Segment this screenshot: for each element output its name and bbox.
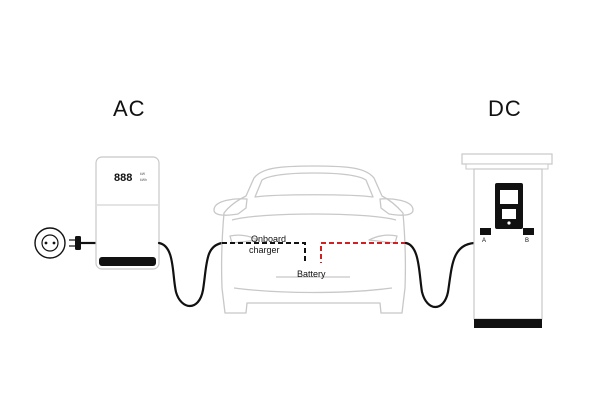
dc-port-b-label: B — [525, 238, 529, 244]
ac-display-unit-kw: kW — [140, 172, 146, 176]
dc-cable — [404, 241, 476, 309]
dc-charger-station: A B — [461, 153, 553, 328]
ac-wallbox: 888 kW kWh — [95, 156, 160, 270]
plug-icon — [69, 236, 96, 250]
ac-internal-path — [222, 242, 306, 263]
dc-internal-path — [320, 242, 406, 263]
ac-cable — [157, 241, 224, 308]
onboard-label-line2: charger — [249, 245, 280, 255]
ac-display-digits: 888 — [114, 172, 132, 184]
ac-display-unit-kwh: kWh — [140, 178, 147, 182]
dc-port-a-label: A — [482, 238, 486, 244]
onboard-label-line1: Onboard — [251, 234, 287, 244]
battery-label: Battery — [297, 269, 326, 279]
dc-label: DC — [488, 96, 522, 121]
ac-label: AC — [113, 96, 146, 121]
wall-socket-icon — [34, 227, 66, 259]
car-outline — [213, 165, 414, 314]
